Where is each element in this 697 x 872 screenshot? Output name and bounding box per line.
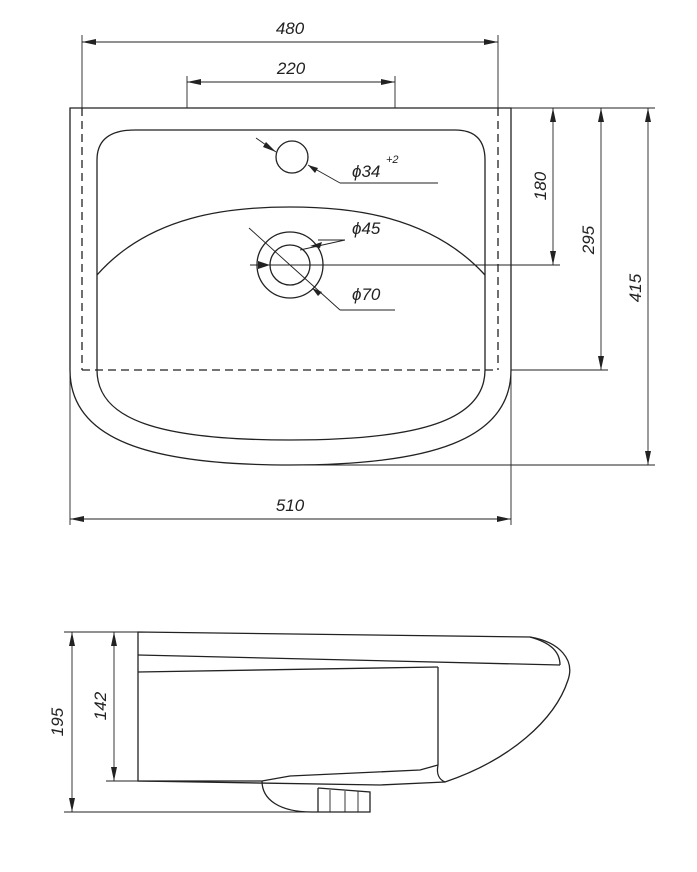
dim-480-arrow-left — [82, 39, 96, 45]
dim-480-label: 480 — [276, 19, 305, 38]
tap-hole-arrow-out — [308, 165, 318, 173]
dim-142-arrow-bottom — [111, 767, 117, 781]
basin-outer-outline — [69, 107, 512, 466]
side-inner-top — [137, 666, 439, 673]
side-rim-front — [529, 636, 561, 666]
dim-510-label: 510 — [276, 496, 305, 515]
dim-180-arrow-bottom — [550, 251, 556, 265]
dim-142-label: 142 — [91, 691, 110, 720]
tap-hole — [275, 140, 309, 174]
drain-leader-diag-top — [248, 227, 291, 266]
tap-hole-label: ϕ34 — [352, 162, 380, 181]
dim-510-arrow-left — [70, 516, 84, 522]
tap-hole-tolerance: +2 — [386, 154, 399, 166]
side-bottom — [138, 764, 439, 782]
tap-hole-arrow-in — [263, 142, 276, 152]
drain-outer-label: ϕ70 — [352, 285, 381, 304]
drain-inner-label: ϕ45 — [352, 219, 381, 238]
dim-180-label: 180 — [531, 171, 550, 200]
dim-480-arrow-right — [484, 39, 498, 45]
dim-195-arrow-top — [69, 632, 75, 646]
dim-295-label: 295 — [579, 225, 598, 255]
drain-outer-arrow — [312, 288, 322, 296]
dim-195-arrow-bottom — [69, 798, 75, 812]
drain-left-arrow — [258, 261, 270, 269]
side-view: 195 142 — [48, 631, 571, 813]
drain-leader-diag-bottom — [289, 264, 341, 311]
dim-415-label: 415 — [626, 273, 645, 302]
dim-510-arrow-right — [497, 516, 511, 522]
dim-295-arrow-top — [598, 108, 604, 122]
drain-inner-leader — [299, 239, 346, 251]
side-outer-profile — [137, 631, 571, 786]
dim-180-arrow-top — [550, 108, 556, 122]
dim-220-arrow-left — [187, 79, 201, 85]
dim-142-arrow-top — [111, 632, 117, 646]
side-inner-curve — [436, 764, 446, 783]
bowl-edge — [96, 206, 486, 276]
dim-415-arrow-bottom — [645, 451, 651, 465]
dim-415-arrow-top — [645, 108, 651, 122]
dim-295-arrow-bottom — [598, 356, 604, 370]
drain-inner-arrow — [310, 242, 322, 248]
side-drain — [261, 780, 371, 813]
side-rim-line — [137, 654, 561, 666]
top-view: ϕ34 +2 ϕ45 ϕ70 480 220 — [69, 19, 655, 525]
dim-220-label: 220 — [276, 59, 306, 78]
dim-195-label: 195 — [48, 707, 67, 736]
dim-220-arrow-right — [381, 79, 395, 85]
